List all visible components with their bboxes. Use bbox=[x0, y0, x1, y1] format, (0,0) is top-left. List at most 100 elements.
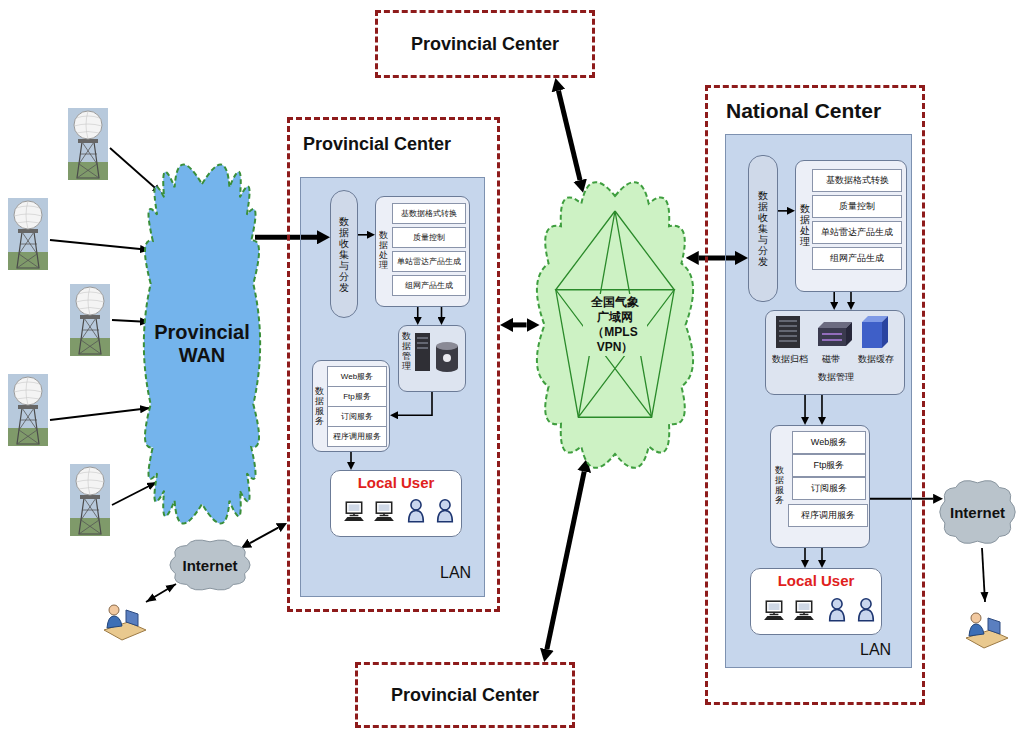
process-item: Ftp服务 bbox=[327, 386, 387, 407]
node-label: LAN bbox=[860, 641, 891, 659]
radar-tower bbox=[70, 464, 110, 536]
collect-pill: 数据收集与分发 bbox=[748, 155, 778, 302]
network-cloud: Provincial WAN bbox=[142, 158, 262, 530]
connector-arrow bbox=[398, 392, 432, 415]
process-item: 基数据格式转换 bbox=[812, 169, 902, 192]
node-label: 数据缓存 bbox=[858, 353, 894, 366]
process-item: 基数据格式转换 bbox=[392, 203, 466, 224]
process-box: 数据服务 Web服务 Ftp服务订阅服务程序调用服务 bbox=[770, 425, 870, 548]
node-label: 数据处理 bbox=[800, 203, 810, 247]
node-label: 组网产品生成 bbox=[830, 252, 884, 265]
node-label: Ftp服务 bbox=[813, 459, 844, 472]
process-item: 订阅服务 bbox=[327, 406, 387, 427]
node-label: Internet bbox=[182, 557, 237, 574]
radar-arrow bbox=[50, 408, 150, 420]
connector-arrow bbox=[255, 235, 317, 240]
connector-arrow bbox=[804, 548, 806, 560]
node-label: 数据服务 bbox=[775, 466, 784, 506]
computer-icon bbox=[344, 502, 364, 521]
disk-label bbox=[443, 354, 451, 362]
node-label: 磁带 bbox=[822, 353, 840, 366]
connector-arrow bbox=[804, 395, 806, 417]
node-label: 订阅服务 bbox=[811, 482, 847, 495]
center-box: National CenterLAN 数据收集与分发 数据处理 基数据格式转换质量控制… bbox=[705, 85, 925, 705]
tape-icon bbox=[818, 328, 846, 346]
node-label: 程序调用服务 bbox=[801, 509, 855, 522]
node-label: Ftp服务 bbox=[343, 391, 371, 402]
node-label: Provincial Center bbox=[391, 685, 539, 706]
process-box: 数据处理 基数据格式转换质量控制单站雷达产品生成组网产品生成 bbox=[375, 196, 470, 307]
storage-box: 数据归档 磁带 数据缓存数据管理 bbox=[765, 310, 905, 395]
computer-icon bbox=[794, 601, 814, 620]
node-label: Internet bbox=[950, 504, 1005, 521]
node-label: National Center bbox=[726, 99, 881, 123]
node-label: Provincial WAN bbox=[150, 321, 254, 367]
process-box: 数据处理 基数据格式转换质量控制单站雷达产品生成组网产品生成 bbox=[795, 160, 907, 292]
server-slots bbox=[779, 321, 797, 341]
node-label: Web服务 bbox=[811, 436, 847, 449]
center-box: Provincial Center bbox=[355, 662, 575, 728]
disk-top bbox=[436, 342, 458, 350]
user-fill bbox=[750, 568, 882, 635]
radar-arrow bbox=[110, 148, 162, 194]
lan-fill bbox=[725, 134, 912, 668]
lan-fill bbox=[300, 177, 485, 597]
process-item: 质量控制 bbox=[812, 195, 902, 218]
node-label: 单站雷达产品生成 bbox=[821, 226, 893, 239]
node-label: LAN bbox=[440, 564, 471, 582]
cloud-outline bbox=[537, 182, 693, 468]
mesh-star bbox=[556, 211, 675, 417]
connector-arrow bbox=[547, 472, 584, 650]
process-item: 单站雷达产品生成 bbox=[392, 251, 466, 272]
node-label: 数据处理 bbox=[379, 231, 388, 271]
node-label: Provincial Center bbox=[411, 34, 559, 55]
tape-side bbox=[846, 322, 852, 346]
center-box: Provincial CenterLAN 数据收集与分发 数据处理 基数据格式转换质量… bbox=[287, 117, 500, 612]
node-label: 基数据格式转换 bbox=[401, 208, 457, 219]
node-label: 质量控制 bbox=[413, 232, 445, 243]
process-item: 组网产品生成 bbox=[812, 247, 902, 270]
connector-arrow bbox=[250, 528, 278, 543]
radar-tower bbox=[8, 198, 48, 270]
node-label: 数据收集与分发 bbox=[339, 216, 349, 293]
radar-tower bbox=[68, 108, 108, 180]
connector-arrow bbox=[778, 210, 787, 212]
node-label: 数据管理 bbox=[402, 332, 411, 372]
node-label: 单站雷达产品生成 bbox=[397, 256, 461, 267]
node-label: 程序调用服务 bbox=[333, 431, 381, 442]
computer-icon bbox=[764, 601, 784, 620]
process-item: 质量控制 bbox=[392, 227, 466, 248]
computer-icon bbox=[374, 502, 394, 521]
process-item: 程序调用服务 bbox=[327, 426, 387, 447]
radar-tower bbox=[70, 284, 110, 356]
node-label: Provincial Center bbox=[303, 134, 451, 155]
connector-arrow bbox=[833, 292, 835, 302]
node-label: 数据管理 bbox=[818, 371, 854, 384]
node-label: Local User bbox=[358, 474, 435, 491]
network-cloud: Internet bbox=[938, 478, 1017, 546]
cache-side bbox=[882, 316, 888, 348]
server-icon bbox=[415, 333, 430, 371]
person-icon bbox=[859, 599, 874, 621]
remote-user bbox=[966, 613, 1008, 648]
node-label: 组网产品生成 bbox=[405, 280, 453, 291]
connector-arrow bbox=[350, 452, 352, 462]
cloud-outline bbox=[940, 481, 1015, 544]
mesh-pentagon bbox=[556, 211, 675, 417]
person-icon bbox=[438, 500, 453, 522]
process-item: Web服务 bbox=[327, 366, 387, 387]
process-item: 单站雷达产品生成 bbox=[812, 221, 902, 244]
node-label: 数据服务 bbox=[315, 387, 324, 427]
storage-box: 数据管理 bbox=[398, 325, 466, 392]
node-label: 数据归档 bbox=[772, 353, 808, 366]
node-label: 数据收集与分发 bbox=[758, 190, 768, 267]
center-box: Provincial Center bbox=[375, 10, 595, 78]
node-label: 订阅服务 bbox=[341, 411, 373, 422]
storage-fill bbox=[398, 325, 466, 392]
lan-panel: LAN数据收集与分发数据处理基数据格式转换质量控制单站雷达产品生成组网产品生成数… bbox=[300, 177, 485, 597]
process-item: Web服务 bbox=[792, 431, 866, 454]
person-icon bbox=[830, 599, 845, 621]
remote-user bbox=[104, 605, 146, 640]
server-slots bbox=[417, 338, 428, 348]
storage-fill bbox=[765, 310, 905, 395]
